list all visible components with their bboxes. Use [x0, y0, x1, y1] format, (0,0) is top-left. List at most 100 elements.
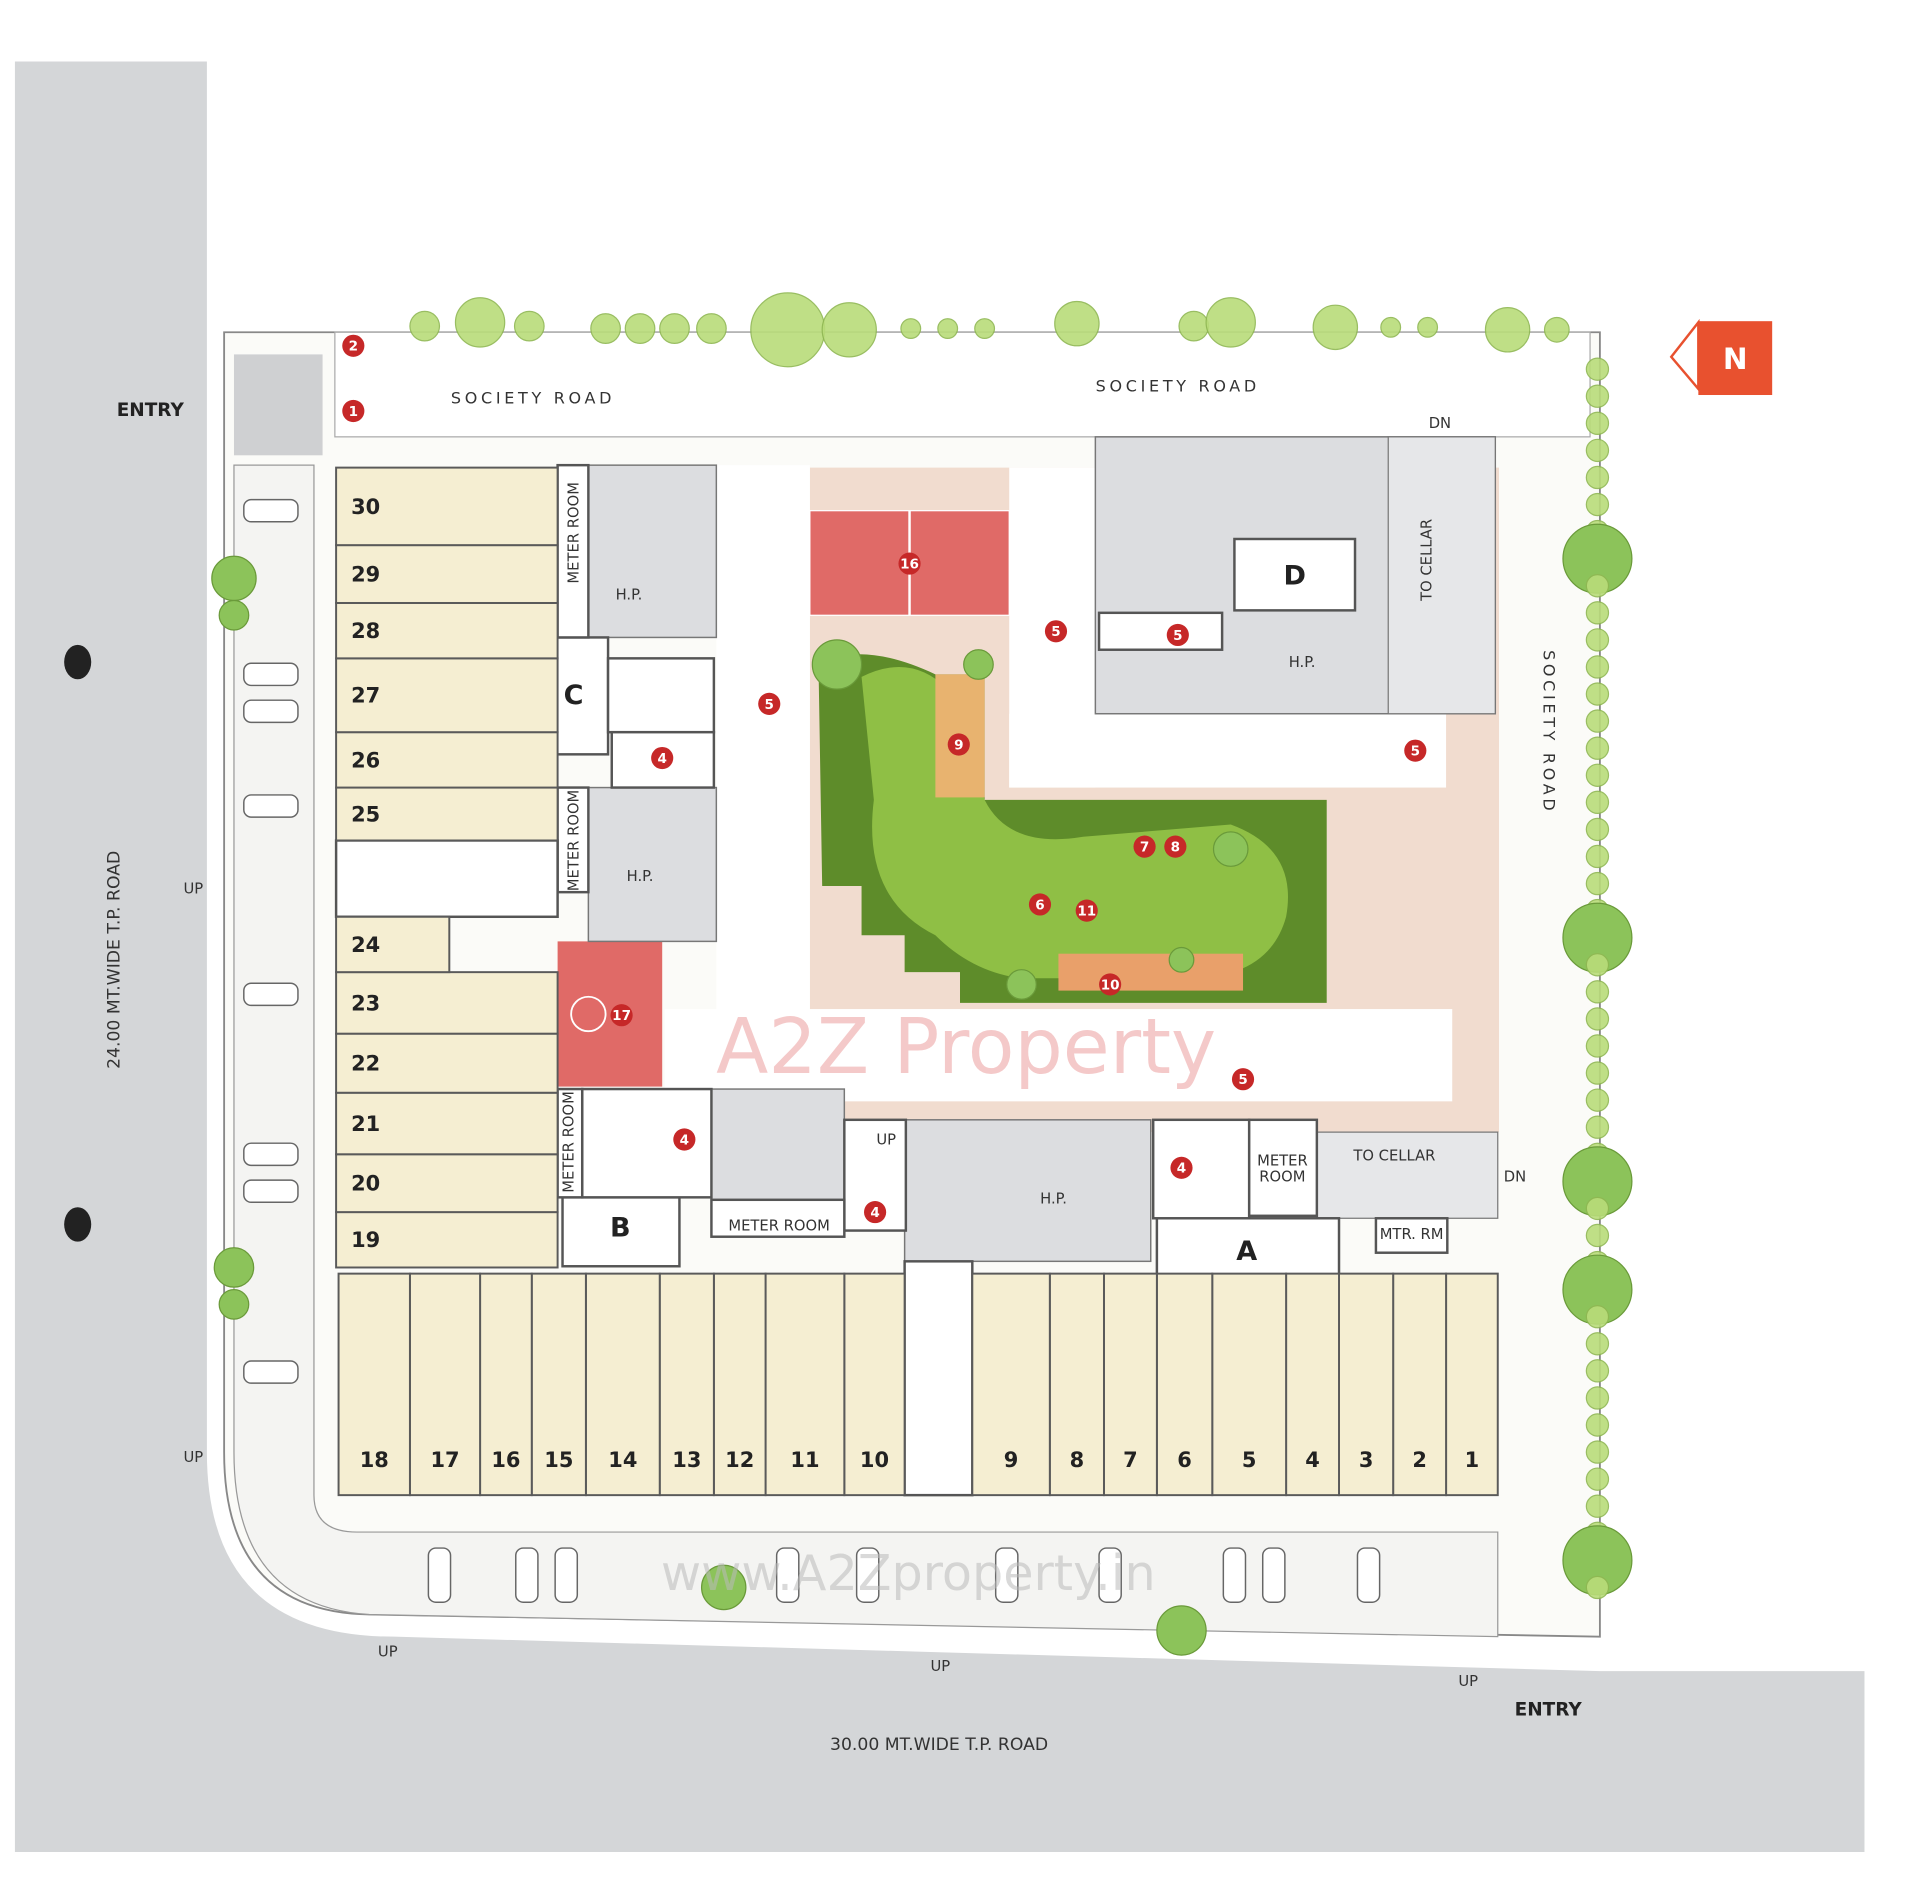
tree-icon	[218, 1289, 250, 1320]
tree-icon	[218, 599, 250, 631]
unit-number: 17	[430, 1448, 459, 1472]
tree-icon	[659, 313, 690, 344]
tree-icon	[1585, 980, 1610, 1004]
hp-area-b	[710, 1088, 846, 1201]
tree-icon	[1585, 465, 1610, 490]
tree-icon	[1585, 1413, 1610, 1437]
unit-number: 28	[351, 619, 380, 643]
tree-icon	[1585, 1305, 1610, 1329]
tree-icon	[1585, 1196, 1610, 1221]
parking-cars	[243, 498, 1381, 1603]
car-icon	[243, 982, 299, 1007]
unit-number: 25	[351, 802, 380, 826]
shop-unit	[335, 786, 559, 842]
car-icon	[1261, 1547, 1286, 1603]
unit-number: 16	[491, 1448, 520, 1472]
society-road-label: SOCIETY ROAD	[1539, 650, 1558, 814]
meter-room-label: METER ROOM	[566, 482, 583, 584]
car-icon	[1356, 1547, 1381, 1603]
meter-room-label: METER ROOM	[566, 790, 583, 892]
unit-number: 24	[351, 933, 380, 957]
svg-text:16: 16	[900, 557, 919, 573]
tree-icon	[1585, 628, 1610, 652]
dn-label: DN	[1429, 415, 1451, 432]
tree-icon	[1585, 574, 1610, 598]
meter-room-label: METER ROOM	[728, 1218, 830, 1235]
svg-text:4: 4	[657, 751, 666, 767]
hp-label: H.P.	[1040, 1190, 1067, 1207]
amenity-marker-11: 11	[1075, 899, 1098, 922]
unit-number: 12	[725, 1448, 754, 1472]
unit-number: 9	[1004, 1448, 1019, 1472]
amenity-marker-10: 10	[1099, 973, 1122, 996]
unit-number: 4	[1305, 1448, 1320, 1472]
binder-hole	[64, 1207, 92, 1242]
society-road-top	[334, 331, 1591, 438]
tree-icon	[900, 318, 922, 340]
tree-icon	[1585, 655, 1610, 679]
tree-icon	[700, 1564, 747, 1611]
shop-unit	[335, 915, 451, 974]
amenity-marker-16: 16	[898, 552, 921, 575]
amenity-marker-17: 17	[610, 1004, 633, 1027]
stair-south	[903, 1260, 974, 1497]
unit-number: 7	[1123, 1448, 1138, 1472]
hp-area-a	[903, 1119, 1152, 1263]
tree-icon	[1585, 817, 1610, 842]
hp-area-c-south	[587, 786, 718, 943]
tree-icon	[624, 313, 656, 344]
shop-unit	[658, 1272, 715, 1497]
tree-icon	[696, 313, 727, 344]
amenity-marker-5: 5	[1166, 623, 1189, 647]
mtr-rm-a	[1374, 1217, 1449, 1254]
shop-unit	[335, 1091, 559, 1156]
svg-text:4: 4	[680, 1132, 689, 1148]
court-17	[557, 941, 663, 1087]
to-cellar-label: TO CELLAR	[1352, 1147, 1435, 1164]
tree-icon	[1178, 310, 1210, 342]
tree-icon	[1585, 411, 1610, 436]
tree-icon	[1585, 709, 1610, 733]
svg-text:7: 7	[1140, 840, 1149, 856]
society-road-label: SOCIETY ROAD	[451, 389, 615, 408]
tree-icon	[513, 310, 545, 342]
tree-icon	[1168, 946, 1195, 973]
svg-text:5: 5	[1411, 744, 1420, 760]
shop-units: 1234567891011121314151617181920212223242…	[335, 466, 1499, 1497]
tree-icon	[1585, 682, 1610, 706]
tree-icon	[1543, 316, 1570, 343]
shop-unit	[530, 1272, 587, 1497]
up-label: UP	[378, 1643, 398, 1660]
svg-text:1: 1	[349, 404, 358, 420]
block-label-d: D	[1283, 561, 1305, 592]
car-icon	[1222, 1547, 1247, 1603]
meter-room-a	[1247, 1118, 1319, 1218]
up-label: UP	[930, 1658, 950, 1675]
tree-icon	[1585, 1494, 1610, 1518]
svg-text:8: 8	[1171, 840, 1180, 856]
unit-number: 2	[1412, 1448, 1427, 1472]
svg-text:4: 4	[870, 1205, 879, 1221]
dn-label: DN	[1504, 1168, 1526, 1185]
hp-area-c-north	[587, 464, 718, 639]
cellar-ramp-d	[1387, 436, 1496, 715]
shop-unit	[1048, 1272, 1105, 1497]
north-arrow: N	[1669, 318, 1773, 396]
car-icon	[243, 699, 299, 724]
svg-text:5: 5	[1238, 1072, 1247, 1088]
svg-text:9: 9	[954, 737, 963, 753]
unit-number: 6	[1177, 1448, 1192, 1472]
tree-icon	[1585, 1088, 1610, 1112]
tree-icon	[454, 297, 506, 348]
tree-icon	[1054, 300, 1100, 347]
up-label: UP	[184, 880, 204, 897]
tree-icon	[1585, 844, 1610, 869]
tree-icon	[1585, 601, 1610, 625]
amenity-marker-5: 5	[1404, 739, 1427, 762]
amenity-marker-4: 4	[1170, 1156, 1193, 1179]
svg-text:11: 11	[1077, 904, 1096, 920]
shop-unit	[1285, 1272, 1340, 1497]
car-icon	[243, 1142, 299, 1167]
unit-number: 13	[672, 1448, 701, 1472]
tree-icon	[1585, 1332, 1610, 1356]
